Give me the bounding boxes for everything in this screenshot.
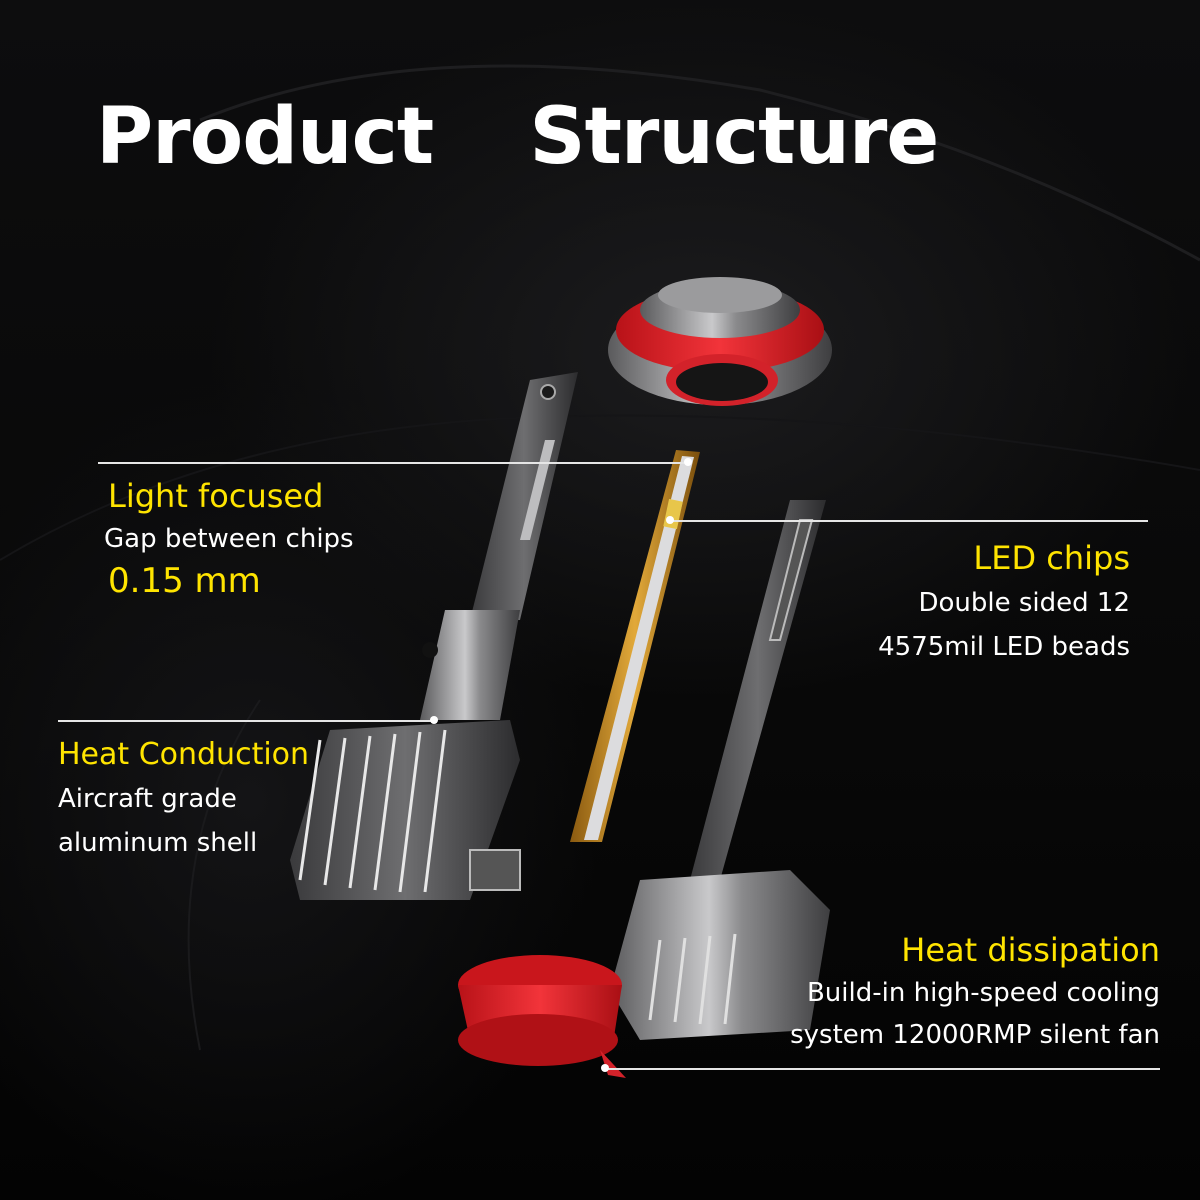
heat-dissipation-leader-line (606, 1068, 1160, 1070)
red-mounting-ring (608, 277, 832, 406)
light-focused-heading: Light focused (108, 477, 324, 515)
callout-heat-conduction: Heat Conduction Aircraft grade aluminum … (58, 737, 310, 858)
heat-conduction-detail-1: Aircraft grade (58, 784, 237, 814)
callout-led-chips: LED chips Double sided 12 4575mil LED be… (878, 542, 1130, 660)
heat-dissipation-heading: Heat dissipation (901, 931, 1160, 969)
callout-heat-dissipation: Heat dissipation Build-in high-speed coo… (790, 934, 1160, 1048)
heat-conduction-anchor-dot (430, 716, 438, 724)
led-chips-anchor-dot (666, 516, 674, 524)
red-cooling-fan (458, 955, 626, 1078)
light-focused-detail: Gap between chips (104, 524, 354, 554)
led-chips-detail-2: 4575mil LED beads (878, 632, 1130, 662)
light-focused-anchor-dot (684, 458, 692, 466)
heat-conduction-leader-line (58, 720, 432, 722)
heat-dissipation-anchor-dot (601, 1064, 609, 1072)
heat-dissipation-detail-2: system 12000RMP silent fan (790, 1020, 1160, 1050)
heat-conduction-heading: Heat Conduction (58, 737, 310, 772)
led-chip-board (570, 450, 700, 842)
left-aluminum-housing (290, 372, 578, 900)
heat-conduction-detail-2: aluminum shell (58, 828, 258, 858)
light-focused-leader-line (98, 462, 686, 464)
page-title: Product Structure (96, 92, 939, 182)
right-aluminum-housing (610, 500, 830, 1040)
light-focused-value: 0.15 mm (108, 561, 261, 601)
heat-dissipation-detail-1: Build-in high-speed cooling (806, 978, 1160, 1008)
led-chips-heading: LED chips (973, 539, 1130, 577)
led-chips-detail-1: Double sided 12 (918, 588, 1130, 618)
callout-light-focused: Light focused Gap between chips 0.15 mm (104, 477, 354, 601)
led-chips-leader-line (672, 520, 1148, 522)
